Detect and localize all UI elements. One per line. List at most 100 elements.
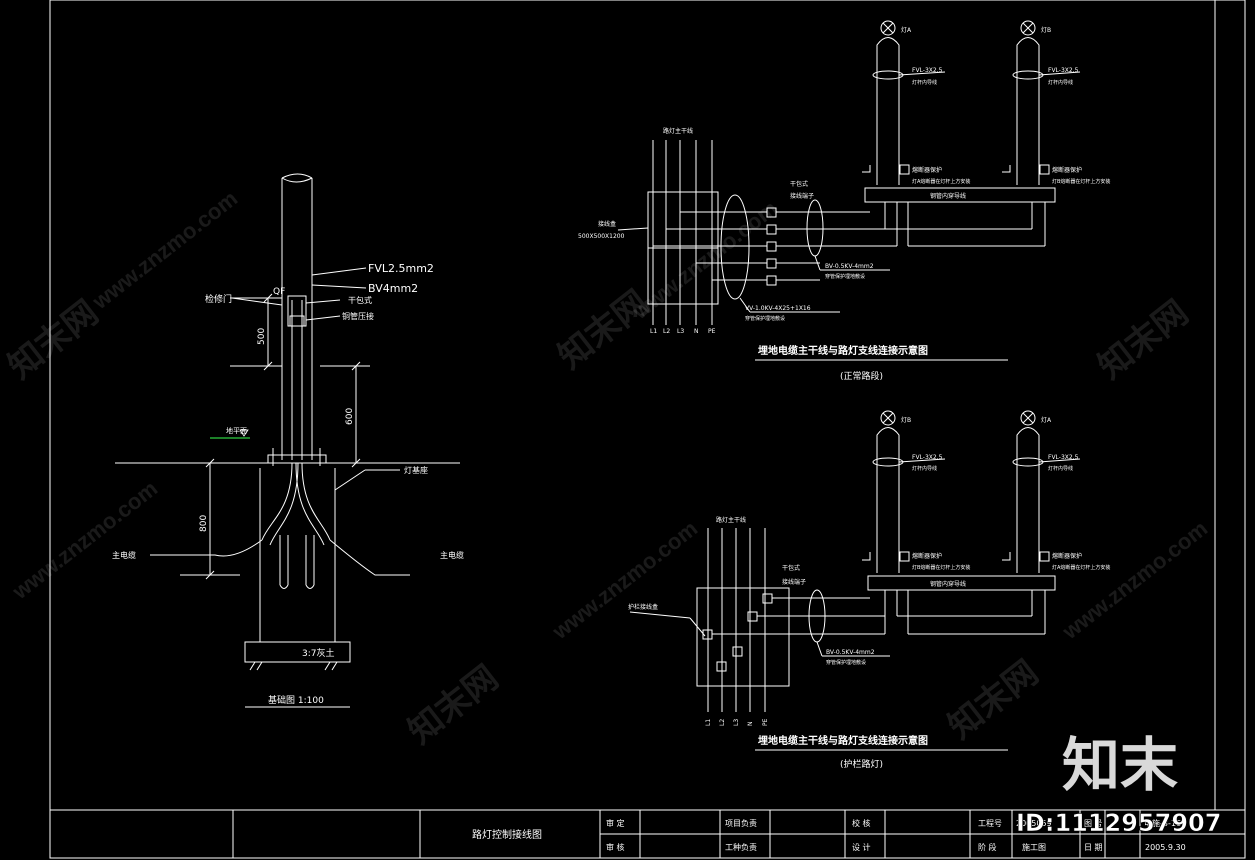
main-cable-left-label: 主电缆 xyxy=(112,550,136,560)
bottom-lamp-note-a: 灯杆内导线 xyxy=(912,465,937,472)
bottom-lamp-b-label: 灯A xyxy=(1041,416,1052,424)
top-trunk-pipe: 钢管内穿导线 xyxy=(930,192,966,200)
top-fuse-b: 熔断器保护 xyxy=(1052,166,1082,174)
top-branch-cable: BV-0.5KV-4mm2 xyxy=(825,263,874,270)
project-no-value: 2005059 xyxy=(1016,819,1052,828)
watermark-brand: 知末网 xyxy=(1092,294,1196,387)
phase-n: N xyxy=(694,328,699,335)
cable-fvl-label: FVL2.5mm2 xyxy=(368,262,434,275)
audit-label: 审 核 xyxy=(606,842,625,852)
design-label: 设 计 xyxy=(852,842,871,852)
stage-label: 阶 段 xyxy=(978,842,997,852)
watermark-brand: 知末网 xyxy=(942,654,1046,747)
phase-l1: L1 xyxy=(705,719,712,726)
cable-bv-label: BV4mm2 xyxy=(368,282,418,295)
top-box-size: 500X500X1200 xyxy=(578,233,625,240)
bottom-branch-cable: BV-0.5KV-4mm2 xyxy=(826,649,875,656)
bottom-fuse-note-a: 灯B熔断器在灯杆上方安装 xyxy=(912,564,970,571)
dim-500: 500 xyxy=(257,328,267,345)
bottom-diagram-subtitle: (护栏路灯) xyxy=(840,758,883,770)
drawing-name: 路灯控制接线图 xyxy=(472,828,542,841)
bottom-protect-box: 护栏接线盒 xyxy=(628,603,658,611)
bottom-fuse-b: 熔断器保护 xyxy=(1052,552,1082,560)
lamp-base-label: 灯基座 xyxy=(404,465,428,475)
top-diagram-subtitle: (正常路段) xyxy=(840,370,883,382)
bottom-phase-labels: L1 L2 L3 N PE xyxy=(705,718,769,726)
bottom-trunk-pipe: 钢管内穿导线 xyxy=(930,580,966,588)
bottom-fuse-note-b: 灯A熔断器在灯杆上方安装 xyxy=(1052,564,1110,571)
watermark-layer: www.znzmo.com www.znzmo.com www.znzmo.co… xyxy=(2,186,1213,752)
bottom-branch-note: 穿管保护埋地敷设 xyxy=(826,659,866,666)
ground-level-mark xyxy=(210,429,250,439)
watermark-brand: 知末网 xyxy=(2,294,106,387)
dim-800: 800 xyxy=(199,515,209,532)
top-lamp-cable-b: FVL-3X2.5 xyxy=(1048,67,1079,74)
watermark-site: www.znzmo.com xyxy=(7,476,162,605)
top-branch-note: 穿管保护埋地敷设 xyxy=(825,273,865,280)
top-lamp-cable-a: FVL-3X2.5 xyxy=(912,67,943,74)
check-label: 校 核 xyxy=(852,818,871,828)
foundation-caption: 基础图 1:100 xyxy=(268,694,324,706)
watermark-brand: 知末网 xyxy=(552,284,656,377)
watermark-brand: 知末网 xyxy=(402,659,506,752)
top-main-cable: VV-1.0KV-4X25+1X16 xyxy=(745,305,811,312)
bottom-wiring-diagram xyxy=(629,410,1081,751)
title-block: 路灯控制接线图 审 定 审 核 项目负责 工种负责 校 核 设 计 工程号 20… xyxy=(472,818,1186,852)
top-dry-type: 干包式 xyxy=(790,180,808,188)
top-lamp-b-label: 灯B xyxy=(1041,26,1051,34)
top-phase-labels: L1 L2 L3 N PE xyxy=(650,328,716,335)
stage-value: 施工图 xyxy=(1022,842,1046,852)
project-lead-label: 项目负责 xyxy=(725,818,757,828)
watermark-id: ID:1112957907 xyxy=(1016,809,1221,837)
top-trunk-label: 路灯主干线 xyxy=(663,127,693,135)
phase-l3: L3 xyxy=(733,719,740,726)
qf-label: QF xyxy=(273,287,285,297)
top-lamp-note-b: 灯杆内导线 xyxy=(1048,79,1073,86)
bottom-lamp-cable-a: FVL-3X2.5 xyxy=(912,454,943,461)
watermark-site: www.znzmo.com xyxy=(1057,516,1212,645)
phase-pe: PE xyxy=(762,718,769,726)
bottom-trunk-label: 路灯主干线 xyxy=(716,516,746,524)
ground-level-label: 地平面 xyxy=(226,426,247,435)
phase-pe: PE xyxy=(708,328,716,335)
copper-terminal-label: 铜管压接 xyxy=(342,311,374,321)
phase-l2: L2 xyxy=(719,719,726,726)
bottom-lamp-note-b: 灯杆内导线 xyxy=(1048,465,1073,472)
top-lamp-note-a: 灯杆内导线 xyxy=(912,79,937,86)
bottom-lamp-a-label: 灯B xyxy=(901,416,911,424)
phase-l2: L2 xyxy=(663,328,670,335)
review-label: 审 定 xyxy=(606,818,625,828)
top-box-label: 接线盒 xyxy=(598,220,616,228)
top-fuse-note-b: 灯B熔断器在灯杆上方安装 xyxy=(1052,178,1110,185)
phase-l1: L1 xyxy=(650,328,657,335)
foundation-diagram xyxy=(115,173,460,708)
phase-n: N xyxy=(747,722,754,727)
top-main-note: 穿管保护埋地敷设 xyxy=(745,315,785,322)
phase-l3: L3 xyxy=(677,328,684,335)
drawing-no-value: 电施-3-16 xyxy=(1144,818,1181,828)
breaker-label: 干包式 xyxy=(348,295,372,305)
top-diagram-title: 埋地电缆主干线与路灯支线连接示意图 xyxy=(758,344,928,357)
concrete-label: 3:7灰土 xyxy=(302,647,335,659)
bottom-fuse-a: 熔断器保护 xyxy=(912,552,942,560)
bottom-dry-type: 干包式 xyxy=(782,564,800,572)
dim-600: 600 xyxy=(345,408,355,425)
main-cable-right-label: 主电缆 xyxy=(440,550,464,560)
date-label: 日 期 xyxy=(1084,843,1103,852)
discipline-lead-label: 工种负责 xyxy=(725,842,757,852)
bottom-diagram-title: 埋地电缆主干线与路灯支线连接示意图 xyxy=(758,734,928,747)
drawing-no-label: 图 号 xyxy=(1084,819,1103,828)
top-lamp-a-label: 灯A xyxy=(901,26,912,34)
drawing-frame xyxy=(49,0,1246,859)
top-wiring-diagram xyxy=(617,20,1081,361)
top-fuse-a: 熔断器保护 xyxy=(912,166,942,174)
top-fuse-note-a: 灯A熔断器在灯杆上方安装 xyxy=(912,178,970,185)
date-value: 2005.9.30 xyxy=(1145,843,1186,852)
bottom-lamp-cable-b: FVL-3X2.5 xyxy=(1048,454,1079,461)
top-terminal: 接线端子 xyxy=(790,192,814,200)
watermark-site: www.znzmo.com xyxy=(547,516,702,645)
project-no-label: 工程号 xyxy=(978,819,1002,828)
repair-door-label: 检修门 xyxy=(205,293,232,305)
watermark-logo: 知末 xyxy=(1062,731,1178,799)
